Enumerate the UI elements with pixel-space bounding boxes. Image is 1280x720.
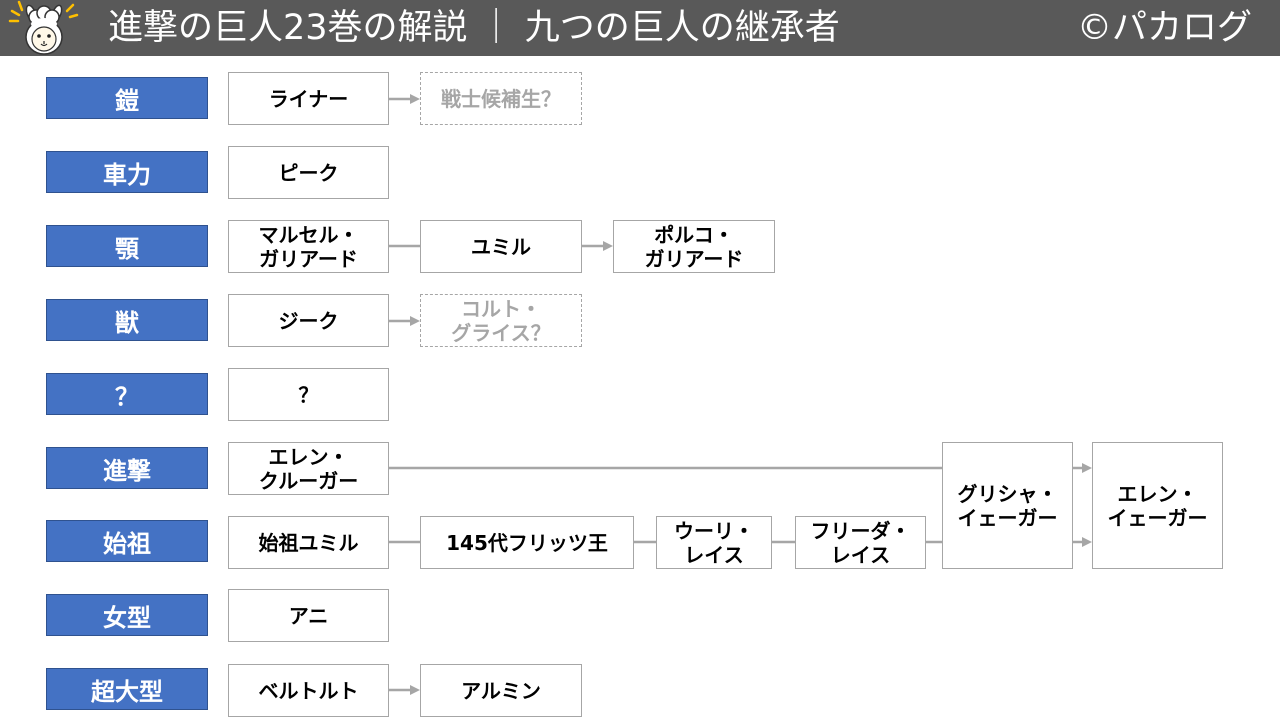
inheritor-box-pieck: ピーク xyxy=(228,146,389,199)
connector-beast-zeke-to-colt xyxy=(389,316,420,326)
titan-label-colossal: 超大型 xyxy=(46,668,208,710)
inheritor-box-zeke: ジーク xyxy=(228,294,389,347)
titan-label-female: 女型 xyxy=(46,594,208,636)
inheritor-box-grisha-yeager: グリシャ・ イェーガー xyxy=(942,442,1073,569)
titan-label-attack: 進撃 xyxy=(46,447,208,489)
connector-grisha-to-eren-founding xyxy=(1073,537,1092,547)
connector-jaw-ymir-to-porco xyxy=(582,241,613,251)
inheritor-box-bertholdt: ベルトルト xyxy=(228,664,389,717)
titan-label-cart: 車力 xyxy=(46,151,208,193)
connector-colossal-bertholdt-to-armin xyxy=(389,685,420,695)
inheritor-box-porco: ポルコ・ ガリアード xyxy=(613,220,775,273)
titan-label-beast: 獣 xyxy=(46,299,208,341)
inheritor-box-unknown: ？ xyxy=(228,368,389,421)
inheritor-box-marcel: マルセル・ ガリアード xyxy=(228,220,389,273)
inheritor-box-eren-yeager: エレン・ イェーガー xyxy=(1092,442,1223,569)
alpaca-logo-icon xyxy=(8,0,79,55)
inheritor-box-ymir-fritz: 始祖ユミル xyxy=(228,516,389,569)
inheritor-box-warrior-candidate: 戦士候補生？ xyxy=(420,72,582,125)
titan-label-armored: 鎧 xyxy=(46,77,208,119)
copyright-credit: ©パカログ xyxy=(1076,8,1252,48)
connector-grisha-to-eren-attack xyxy=(1073,463,1092,473)
inheritor-box-frieda-reiss: フリーダ・ レイス xyxy=(795,516,926,569)
titan-label-founding: 始祖 xyxy=(46,520,208,562)
inheritor-box-eren-kruger: エレン・ クルーガー xyxy=(228,442,389,495)
inheritor-box-armin: アルミン xyxy=(420,664,582,717)
inheritor-box-reiner: ライナー xyxy=(228,72,389,125)
page-title: 進撃の巨人23巻の解説 ｜ 九つの巨人の継承者 xyxy=(108,8,840,48)
titan-label-unknown: ？ xyxy=(46,373,208,415)
connector-armored-reiner-to-candidate xyxy=(389,94,420,104)
inheritor-box-ymir: ユミル xyxy=(420,220,582,273)
inheritor-box-uri-reiss: ウーリ・ レイス xyxy=(656,516,772,569)
inheritor-box-king-fritz-145: 145代フリッツ王 xyxy=(420,516,634,569)
titan-label-jaw: 顎 xyxy=(46,225,208,267)
inheritor-box-colt: コルト・ グライス？ xyxy=(420,294,582,347)
header-bar: 進撃の巨人23巻の解説 ｜ 九つの巨人の継承者 ©パカログ xyxy=(0,0,1280,56)
inheritor-box-annie: アニ xyxy=(228,589,389,642)
